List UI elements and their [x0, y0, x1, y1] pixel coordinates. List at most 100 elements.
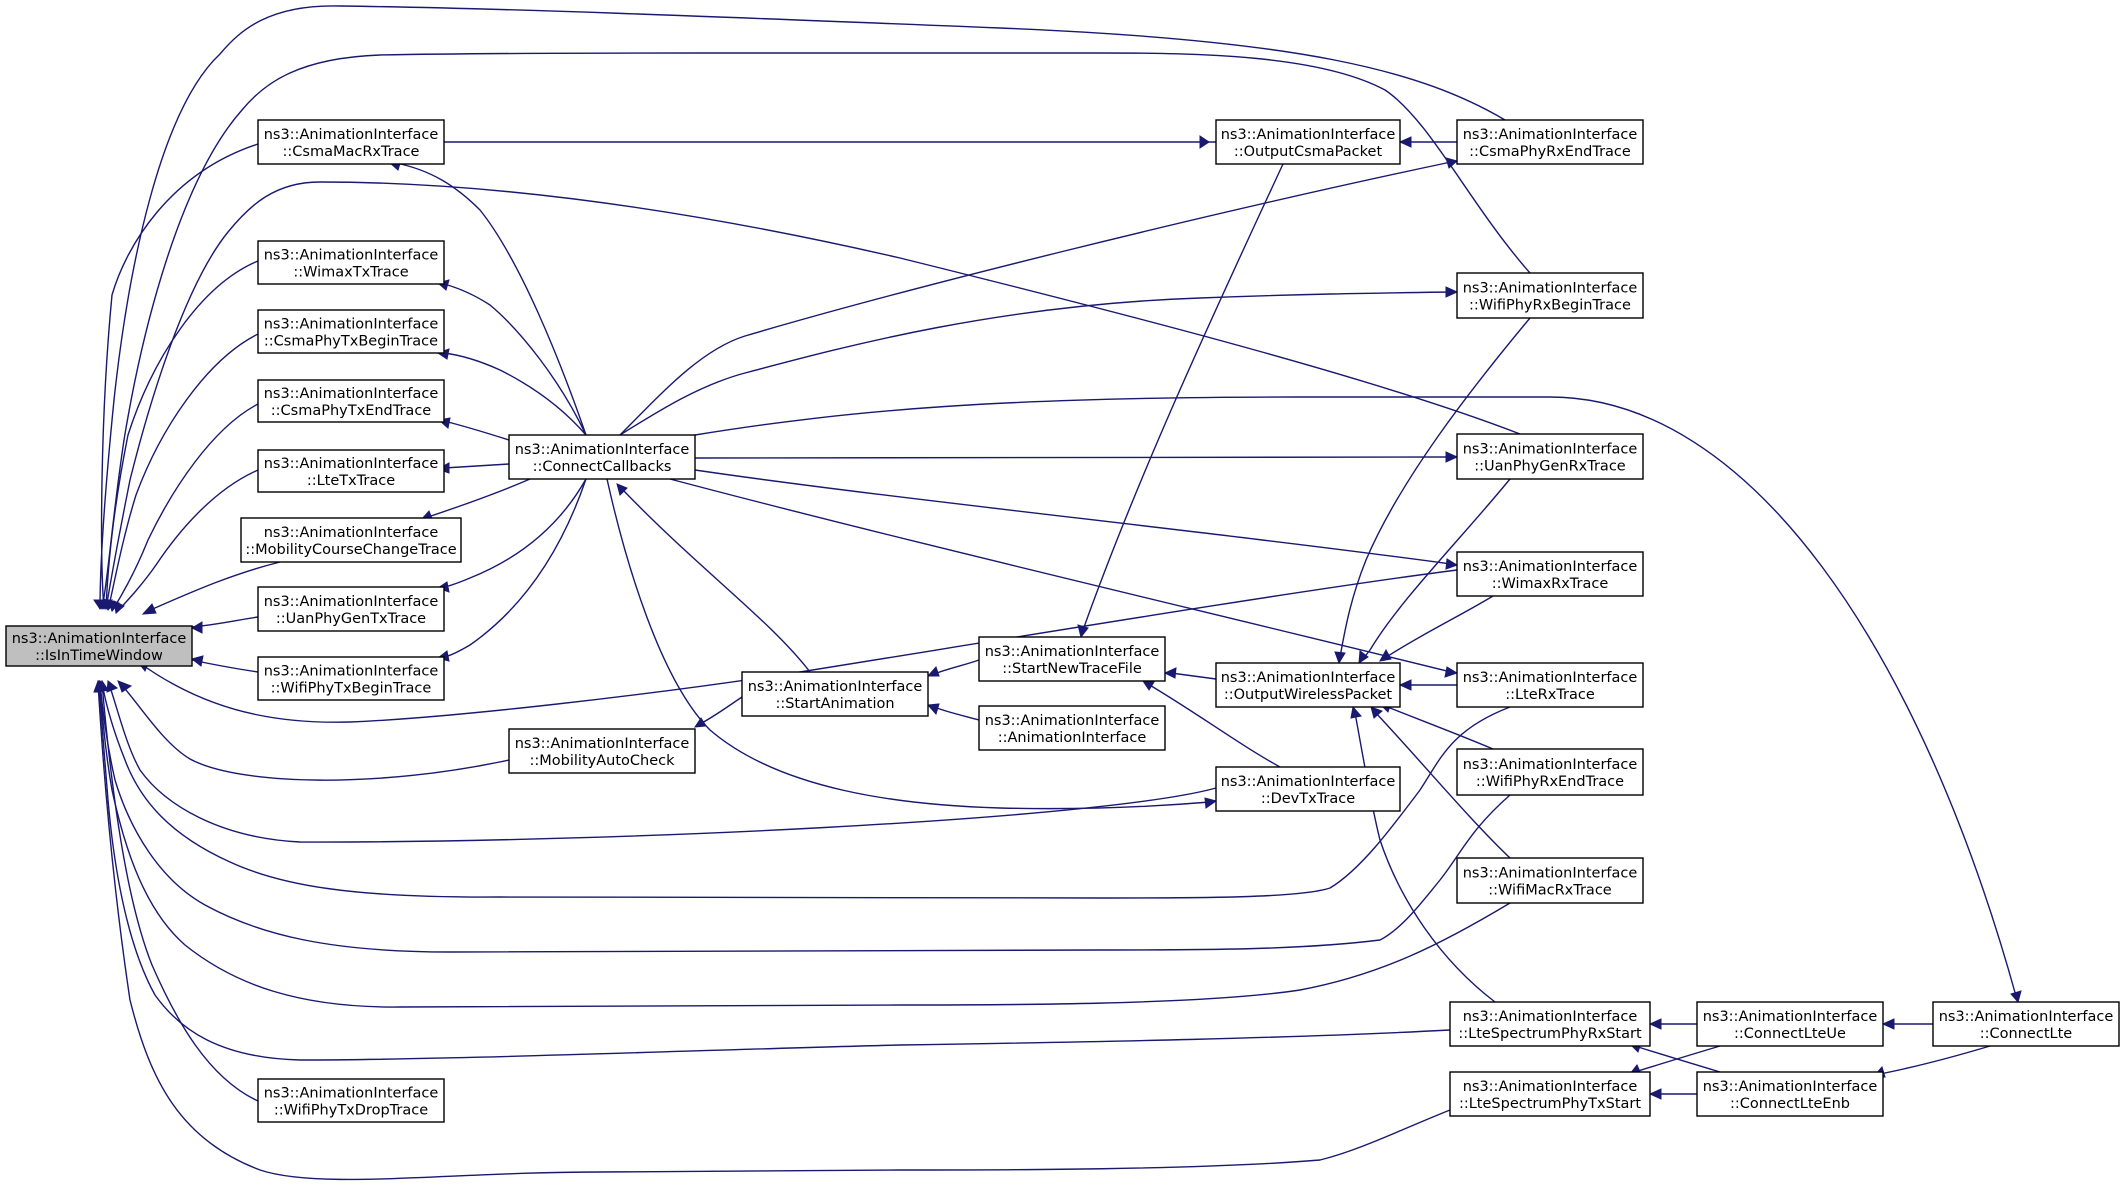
edge-line	[99, 682, 1511, 953]
node-label-line1: ns3::AnimationInterface	[1703, 1009, 1878, 1025]
node-mobilityCourseChangeTrace[interactable]: ns3::AnimationInterface::MobilityCourseC…	[240, 517, 462, 563]
node-wifiMacRxTrace[interactable]: ns3::AnimationInterface::WifiMacRxTrace	[1456, 857, 1644, 904]
arrowhead-icon	[1398, 679, 1412, 691]
edge-line	[1374, 711, 1511, 859]
node-connectLteUe[interactable]: ns3::AnimationInterface::ConnectLteUe	[1696, 1001, 1884, 1047]
node-devTxTrace[interactable]: ns3::AnimationInterface::DevTxTrace	[1215, 766, 1401, 812]
node-wifiPhyTxBeginTrace[interactable]: ns3::AnimationInterface::WifiPhyTxBeginT…	[257, 656, 445, 701]
node-csmaPhyTxEndTrace[interactable]: ns3::AnimationInterface::CsmaPhyTxEndTra…	[257, 379, 445, 423]
node-csmaPhyTxBeginTrace[interactable]: ns3::AnimationInterface::CsmaPhyTxBeginT…	[257, 309, 445, 354]
node-box	[1932, 1001, 2120, 1047]
arrowhead-icon	[2010, 990, 2022, 1004]
node-label-line2: ::DevTxTrace	[1261, 791, 1355, 807]
edge-line	[443, 420, 510, 441]
edge-outputCsmaPacket-to-csmaMacRxTrace	[444, 135, 1216, 149]
node-label-line2: ::WifiPhyTxDropTrace	[274, 1103, 428, 1119]
node-label-line2: ::IsInTimeWindow	[35, 648, 163, 664]
node-box	[1696, 1071, 1884, 1117]
edge-startAnimation-to-connectCallbacks	[616, 483, 811, 673]
edge-line	[443, 478, 587, 658]
node-uanPhyGenRxTrace[interactable]: ns3::AnimationInterface::UanPhyGenRxTrac…	[1456, 433, 1644, 480]
node-box	[257, 586, 445, 632]
node-label-line1: ns3::AnimationInterface	[264, 317, 439, 333]
edge-line	[97, 682, 1451, 1181]
node-connectLte[interactable]: ns3::AnimationInterface::ConnectLte	[1932, 1001, 2120, 1047]
node-label-line2: ::WimaxTxTrace	[293, 265, 408, 281]
node-animationInterface[interactable]: ns3::AnimationInterface::AnimationInterf…	[978, 705, 1166, 751]
edge-mobilityCourseChangeTrace-to-isInTimeWindow	[141, 561, 281, 615]
node-box	[1456, 119, 1644, 165]
node-label-line2: ::CsmaPhyRxEndTrace	[1469, 144, 1631, 160]
edge-line	[694, 456, 1452, 459]
node-label-line1: ns3::AnimationInterface	[12, 631, 187, 647]
edge-wifiPhyRxBeginTrace-to-outputWirelessPacket	[1334, 317, 1531, 665]
node-wifiPhyTxDropTrace[interactable]: ns3::AnimationInterface::WifiPhyTxDropTr…	[257, 1078, 445, 1123]
arrowhead-icon	[1204, 797, 1218, 809]
edge-connectCallbacks-to-csmaPhyRxEndTrace	[619, 157, 1459, 436]
node-label-line2: ::CsmaPhyTxBeginTrace	[264, 334, 438, 350]
edge-lteTxTrace-to-isInTimeWindow	[113, 469, 259, 614]
node-wimaxTxTrace[interactable]: ns3::AnimationInterface::WimaxTxTrace	[257, 240, 445, 285]
arrowhead-icon	[106, 680, 118, 693]
edge-connectCallbacks-to-devTxTrace	[606, 478, 1218, 810]
node-wifiPhyRxBeginTrace[interactable]: ns3::AnimationInterface::WifiPhyRxBeginT…	[1456, 272, 1644, 319]
arrowhead-icon	[1350, 705, 1362, 719]
edge-uanPhyGenRxTrace-to-isInTimeWindow	[99, 181, 1521, 610]
node-wimaxRxTrace[interactable]: ns3::AnimationInterface::WimaxRxTrace	[1456, 551, 1644, 597]
arrowhead-icon	[1379, 648, 1392, 662]
arrowhead-icon	[1199, 135, 1210, 149]
node-label-line1: ns3::AnimationInterface	[1463, 281, 1638, 297]
node-box	[508, 728, 696, 774]
node-mobilityAutoCheck[interactable]: ns3::AnimationInterface::MobilityAutoChe…	[508, 728, 696, 774]
edge-line	[443, 283, 587, 436]
edge-connectCallbacks-to-uanPhyGenRxTrace	[694, 451, 1459, 463]
arrowhead-icon	[1445, 451, 1459, 463]
edge-line	[107, 333, 259, 611]
arrowhead-icon	[1163, 667, 1177, 679]
edge-line	[443, 352, 587, 436]
arrowhead-icon	[93, 679, 105, 693]
node-csmaPhyRxEndTrace[interactable]: ns3::AnimationInterface::CsmaPhyRxEndTra…	[1456, 119, 1644, 165]
arrowhead-icon	[1881, 1018, 1895, 1030]
node-wifiPhyRxEndTrace[interactable]: ns3::AnimationInterface::WifiPhyRxEndTra…	[1456, 748, 1644, 796]
node-label-line1: ns3::AnimationInterface	[1463, 757, 1638, 773]
node-label-line2: ::ConnectCallbacks	[533, 459, 672, 475]
edge-line	[115, 469, 259, 614]
edge-uanPhyGenTxTrace-to-isInTimeWindow	[190, 616, 259, 634]
edge-lteSpectrumPhyTxStart-to-isInTimeWindow	[93, 679, 1451, 1181]
node-label-line1: ns3::AnimationInterface	[1463, 442, 1638, 458]
node-label-line1: ns3::AnimationInterface	[1463, 127, 1638, 143]
edge-line	[443, 478, 587, 588]
arrowhead-icon	[1077, 624, 1089, 639]
node-isInTimeWindow[interactable]: ns3::AnimationInterface::IsInTimeWindow	[5, 625, 193, 667]
edge-line	[1339, 317, 1531, 658]
edges-layer	[93, 5, 2022, 1181]
edge-connectLteUe-to-lteSpectrumPhyRxStart	[1648, 1018, 1697, 1030]
node-label-line2: ::CsmaPhyTxEndTrace	[271, 403, 432, 419]
edge-line	[1634, 1045, 1721, 1073]
edge-wifiPhyTxBeginTrace-to-isInTimeWindow	[190, 655, 259, 673]
node-label-line2: ::ConnectLteUe	[1734, 1026, 1846, 1042]
node-lteTxTrace[interactable]: ns3::AnimationInterface::LteTxTrace	[257, 449, 445, 493]
node-startNewTraceFile[interactable]: ns3::AnimationInterface::StartNewTraceFi…	[978, 636, 1166, 682]
edge-line	[1354, 712, 1496, 1003]
node-label-line1: ns3::AnimationInterface	[264, 127, 439, 143]
node-lteSpectrumPhyTxStart[interactable]: ns3::AnimationInterface::LteSpectrumPhyT…	[1449, 1071, 1651, 1117]
edge-line	[101, 52, 1531, 610]
node-uanPhyGenTxTrace[interactable]: ns3::AnimationInterface::UanPhyGenTxTrac…	[257, 586, 445, 632]
node-connectCallbacks[interactable]: ns3::AnimationInterface::ConnectCallback…	[508, 434, 696, 480]
node-lteRxTrace[interactable]: ns3::AnimationInterface::LteRxTrace	[1456, 662, 1644, 708]
node-startAnimation[interactable]: ns3::AnimationInterface::StartAnimation	[741, 671, 929, 717]
node-label-line2: ::StartAnimation	[775, 696, 894, 712]
node-box	[257, 656, 445, 701]
node-outputCsmaPacket[interactable]: ns3::AnimationInterface::OutputCsmaPacke…	[1215, 119, 1401, 165]
node-label-line2: ::WifiPhyRxEndTrace	[1476, 774, 1624, 790]
node-connectLteEnb[interactable]: ns3::AnimationInterface::ConnectLteEnb	[1696, 1071, 1884, 1117]
node-csmaMacRxTrace[interactable]: ns3::AnimationInterface::CsmaMacRxTrace	[257, 119, 445, 165]
node-outputWirelessPacket[interactable]: ns3::AnimationInterface::OutputWirelessP…	[1215, 662, 1401, 708]
node-box	[257, 379, 445, 423]
arrowhead-icon	[117, 680, 133, 693]
node-lteSpectrumPhyRxStart[interactable]: ns3::AnimationInterface::LteSpectrumPhyR…	[1449, 1001, 1651, 1047]
edge-connectCallbacks-to-connectLte	[694, 396, 2022, 1004]
